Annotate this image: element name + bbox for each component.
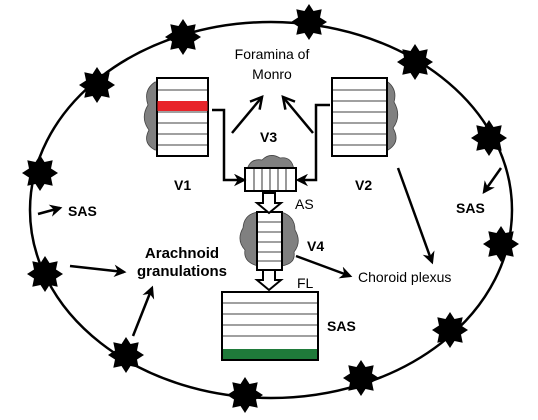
black-starburst-icon (108, 337, 144, 373)
v3-box (244, 167, 297, 192)
sas-bottom-label: SAS (327, 318, 356, 334)
aqueduct-arrow (254, 192, 284, 215)
foramen-arrow (254, 269, 284, 292)
black-starburst-icon (79, 67, 115, 103)
v3-choroid-blob (246, 155, 295, 171)
black-starburst-icon (27, 256, 63, 292)
v3-ventricle (244, 155, 297, 192)
black-starburst-icon (397, 44, 433, 80)
v2-box (331, 77, 388, 157)
foramina-label-line2: Monro (252, 66, 292, 82)
v2-label: V2 (355, 177, 372, 193)
black-starburst-icon (227, 377, 263, 413)
black-starburst-icon (165, 19, 201, 55)
v3-label: V3 (260, 129, 277, 145)
arachnoid-label-line1: Arachnoid (145, 245, 219, 262)
v1-box (156, 77, 209, 157)
v1-ventricle (143, 77, 209, 157)
foramina-label-line1: Foramina of (235, 46, 310, 62)
black-starburst-icon (483, 226, 519, 262)
black-starburst-icon (432, 312, 468, 348)
sas-left-label: SAS (68, 203, 97, 219)
arachnoid-label-line2: granulations (137, 263, 227, 280)
v1-label: V1 (174, 177, 191, 193)
black-starburst-icon (471, 120, 507, 156)
v4-choroid-blob-right (280, 211, 299, 267)
v1-highlight-band (157, 101, 208, 111)
fl-label: FL (297, 275, 314, 291)
as-label: AS (295, 196, 314, 212)
outer-membrane-ellipse (28, 20, 514, 400)
black-starburst-icon (343, 360, 379, 396)
v4-choroid-blob-left (239, 211, 259, 267)
v4-label: V4 (307, 238, 324, 254)
flow-arrows (37, 97, 503, 337)
black-starburst-icon (291, 4, 327, 40)
choroid-plexus-label: Choroid plexus (358, 269, 451, 285)
black-starburst-icon (22, 155, 58, 191)
sas-cistern (221, 291, 319, 361)
sas-right-label: SAS (456, 200, 485, 216)
v4-ventricle (239, 211, 299, 271)
v2-ventricle (331, 77, 399, 157)
sas-green-band (223, 349, 317, 359)
